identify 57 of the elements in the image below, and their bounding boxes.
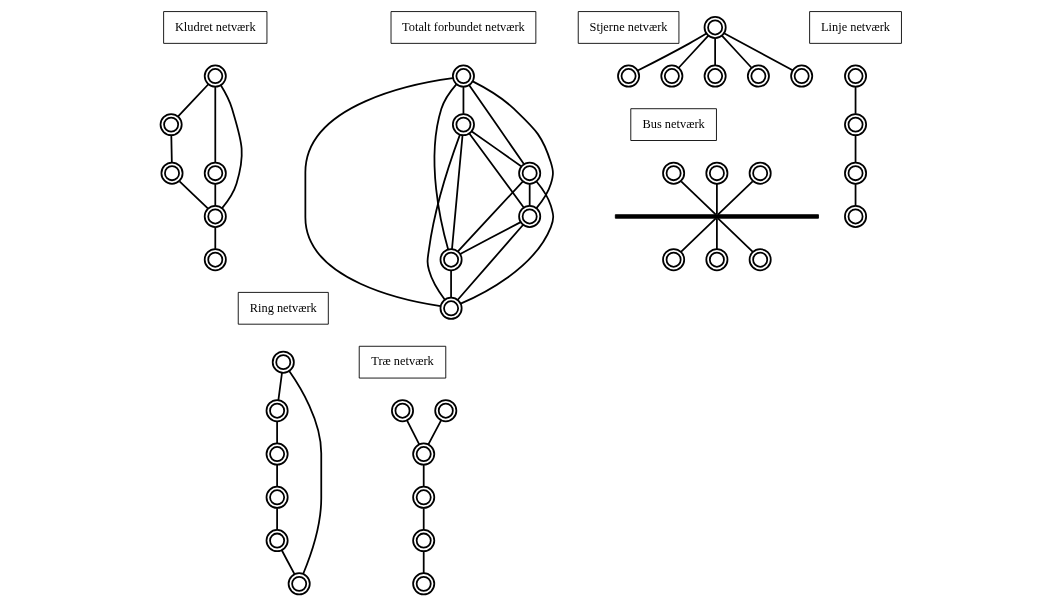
connector <box>169 134 173 164</box>
connector <box>854 183 856 207</box>
node-circle <box>451 64 475 88</box>
connector <box>213 183 216 207</box>
connector <box>422 507 425 531</box>
connector <box>213 226 216 250</box>
connector <box>275 507 278 531</box>
connector <box>178 180 209 210</box>
connector <box>713 37 716 67</box>
connector <box>277 371 283 402</box>
connector <box>280 549 295 576</box>
connector <box>449 269 452 299</box>
connector <box>433 83 457 251</box>
connector <box>456 180 524 253</box>
connector <box>459 180 554 305</box>
connector <box>716 217 754 253</box>
connector <box>219 84 243 210</box>
connector <box>854 134 856 164</box>
node-box: Kludret netværk <box>162 11 267 44</box>
connector <box>462 85 464 115</box>
connector <box>303 77 454 307</box>
connector <box>422 550 425 574</box>
connector <box>470 130 522 168</box>
connector <box>471 80 554 210</box>
node-box: Ring netværk <box>237 291 329 325</box>
connector <box>213 85 216 164</box>
node-box: Totalt forbundet netværk <box>390 11 536 44</box>
node-box: Linje netværk <box>808 11 902 44</box>
connector <box>636 32 707 72</box>
node-box: Træ netværk <box>358 345 446 379</box>
connector <box>715 183 718 216</box>
connector <box>679 180 717 216</box>
connector <box>275 464 278 488</box>
connector <box>720 34 752 69</box>
connector <box>528 183 531 207</box>
connector <box>405 419 420 446</box>
connector <box>677 34 709 69</box>
node-box: Stjerne netværk <box>577 11 679 44</box>
connector <box>722 32 794 72</box>
node-circle <box>843 64 867 88</box>
connector <box>287 370 322 575</box>
connector <box>422 464 425 488</box>
connector <box>679 217 717 253</box>
connector <box>275 420 278 445</box>
connector <box>427 419 442 446</box>
connector <box>456 224 524 301</box>
connector <box>715 217 718 250</box>
node-bar <box>614 214 819 219</box>
connector <box>176 83 209 118</box>
node-box: Bus netværk <box>629 108 717 141</box>
connector <box>467 84 525 166</box>
connector <box>716 180 753 216</box>
connector <box>450 134 463 250</box>
connector <box>426 134 461 301</box>
connector <box>854 85 856 115</box>
connector <box>458 221 522 255</box>
connector <box>467 132 525 209</box>
